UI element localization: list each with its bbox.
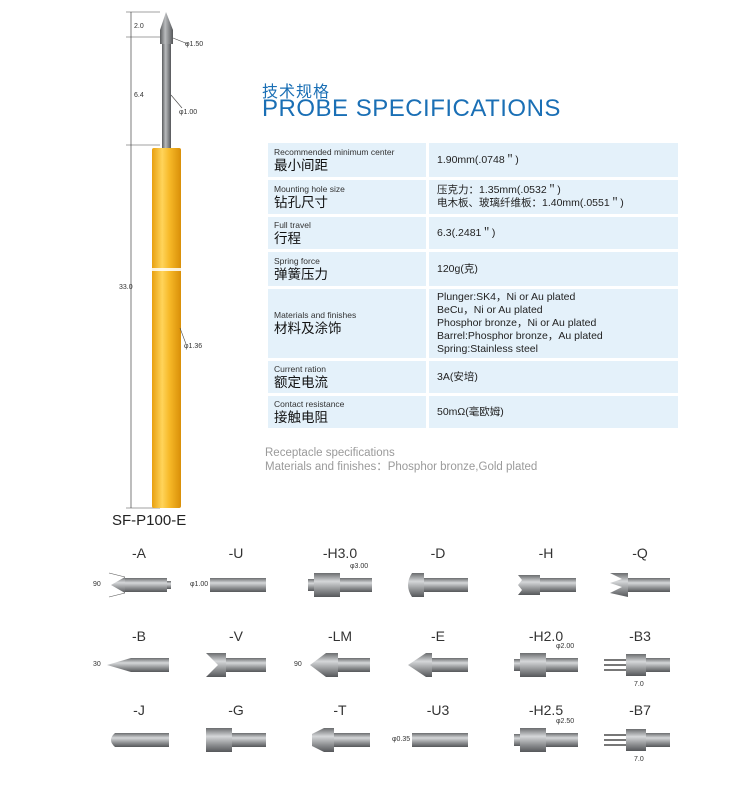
probe-plunger: [162, 44, 171, 150]
tip-dimension: φ2.50: [556, 718, 575, 725]
tip-style-chisel-icon: [312, 728, 370, 752]
tip-label: -B3: [629, 628, 651, 644]
tip-label: -B7: [629, 702, 651, 718]
receptacle-materials: Materials and finishes：Phosphor bronze,G…: [265, 461, 538, 473]
tip-dimension: φ2.00: [556, 643, 575, 650]
tip-dimension: φ1.00: [190, 581, 209, 588]
receptacle-info: Receptacle specifications Materials and …: [265, 446, 537, 474]
tip-dimension: φ3.00: [350, 563, 369, 570]
spec-value: 1.90mm(.0748＂): [437, 153, 519, 166]
spec-label-en: Full travel: [274, 219, 311, 230]
tip-label: -E: [431, 628, 445, 644]
tip-label: -H: [538, 545, 554, 561]
tip-style-cone30-icon: [107, 658, 169, 672]
tip-label: -V: [229, 628, 243, 644]
spec-value: 6.3(.2481＂): [437, 226, 496, 239]
tip-style-dome-icon: [111, 733, 169, 747]
tip-label: -H2.0: [528, 628, 564, 644]
spec-value: Phosphor bronze，Ni or Au plated: [437, 317, 597, 329]
tip-label: -B: [132, 628, 146, 644]
spec-label-en: Spring force: [274, 255, 320, 266]
tip-dimension: φ0.35: [392, 736, 411, 743]
tip-style-head-icon: [514, 728, 578, 752]
receptacle-title: Receptacle specifications: [265, 447, 395, 459]
tip-style-needles-icon: [604, 654, 670, 676]
spec-label-cn: 最小间距: [274, 157, 328, 173]
spec-value: 120g(克): [437, 262, 478, 275]
tip-style-needles-icon: [604, 729, 670, 751]
spec-label-cn: 行程: [274, 230, 301, 246]
probe-drawing: [126, 11, 189, 509]
tip-dimension: 7.0: [634, 681, 644, 688]
tip-style-flathead-icon: [206, 728, 266, 752]
dim-tip-length: 2.0: [134, 23, 144, 30]
spec-value: 50mΩ(毫欧姆): [437, 405, 504, 418]
title-en: PROBE SPECIFICATIONS: [262, 95, 561, 122]
tip-dimension: 30: [93, 661, 101, 668]
tip-style-serrated-icon: [518, 575, 576, 595]
tip-label: -LM: [327, 628, 353, 644]
dim-plunger-diameter: φ1.00: [179, 109, 198, 116]
tip-label: -H3.0: [322, 545, 358, 561]
spec-label-cn: 钻孔尺寸: [274, 194, 328, 210]
spec-value: Plunger:SK4，Ni or Au plated: [437, 291, 576, 303]
tip-style-bullet-icon: [408, 653, 468, 677]
tip-label: -H2.5: [528, 702, 564, 718]
tip-dimension: 90: [294, 661, 302, 668]
tip-label: -U: [228, 545, 244, 561]
spec-label-en: Mounting hole size: [274, 183, 345, 194]
spec-label-en: Contact resistance: [274, 398, 345, 409]
tip-label: -G: [228, 702, 244, 718]
dim-total-length: 33.0: [119, 284, 133, 291]
tip-style-lm-icon: [310, 653, 370, 677]
spec-label-cn: 额定电流: [274, 374, 328, 390]
tip-style-round-icon: [408, 573, 468, 597]
title-cn: 技术规格: [262, 84, 331, 101]
spec-value: 3A(安培): [437, 370, 478, 383]
spec-value: 压克力：1.35mm(.0532＂): [437, 184, 561, 196]
tip-style-vcut-icon: [206, 653, 266, 677]
tip-style-crown-icon: [610, 573, 670, 597]
tip-label: -A: [132, 545, 146, 561]
tip-style-head-icon: [308, 573, 372, 597]
spec-label-en: Materials and finishes: [274, 310, 357, 320]
tip-label: -U3: [426, 702, 450, 718]
model-name: SF-P100-E: [112, 512, 187, 529]
tip-dimension: 7.0: [634, 756, 644, 763]
tip-style-cone90-icon: [108, 572, 171, 598]
tip-style-flat-icon: [210, 578, 266, 592]
probe-barrel: [152, 148, 181, 508]
tip-label: -Q: [632, 545, 648, 561]
tip-label: -T: [333, 702, 347, 718]
dim-plunger-length: 6.4: [134, 92, 144, 99]
spec-label-en: Current ration: [274, 363, 326, 374]
dim-barrel-diameter: φ1.36: [184, 343, 203, 350]
spec-value: 电木板、玻璃纤维板：1.40mm(.0551＂): [437, 197, 624, 209]
dim-tip-diameter: φ1.50: [185, 41, 204, 48]
spec-label-cn: 接触电阻: [274, 409, 328, 425]
tip-label: -D: [430, 545, 446, 561]
spec-value: BeCu，Ni or Au plated: [437, 304, 543, 316]
probe-tip: [160, 12, 173, 30]
spec-label-en: Recommended minimum center: [274, 146, 395, 157]
spec-value: Spring:Stainless steel: [437, 343, 538, 355]
spec-label-cn: 弹簧压力: [274, 266, 328, 282]
tip-label: -J: [133, 702, 145, 718]
spec-value: Barrel:Phosphor bronze，Au plated: [437, 330, 603, 342]
tip-style-thin-icon: [412, 733, 468, 747]
tip-dimension: 90: [93, 581, 101, 588]
tip-style-head-icon: [514, 653, 578, 677]
spec-label-cn: 材料及涂饰: [274, 321, 342, 336]
